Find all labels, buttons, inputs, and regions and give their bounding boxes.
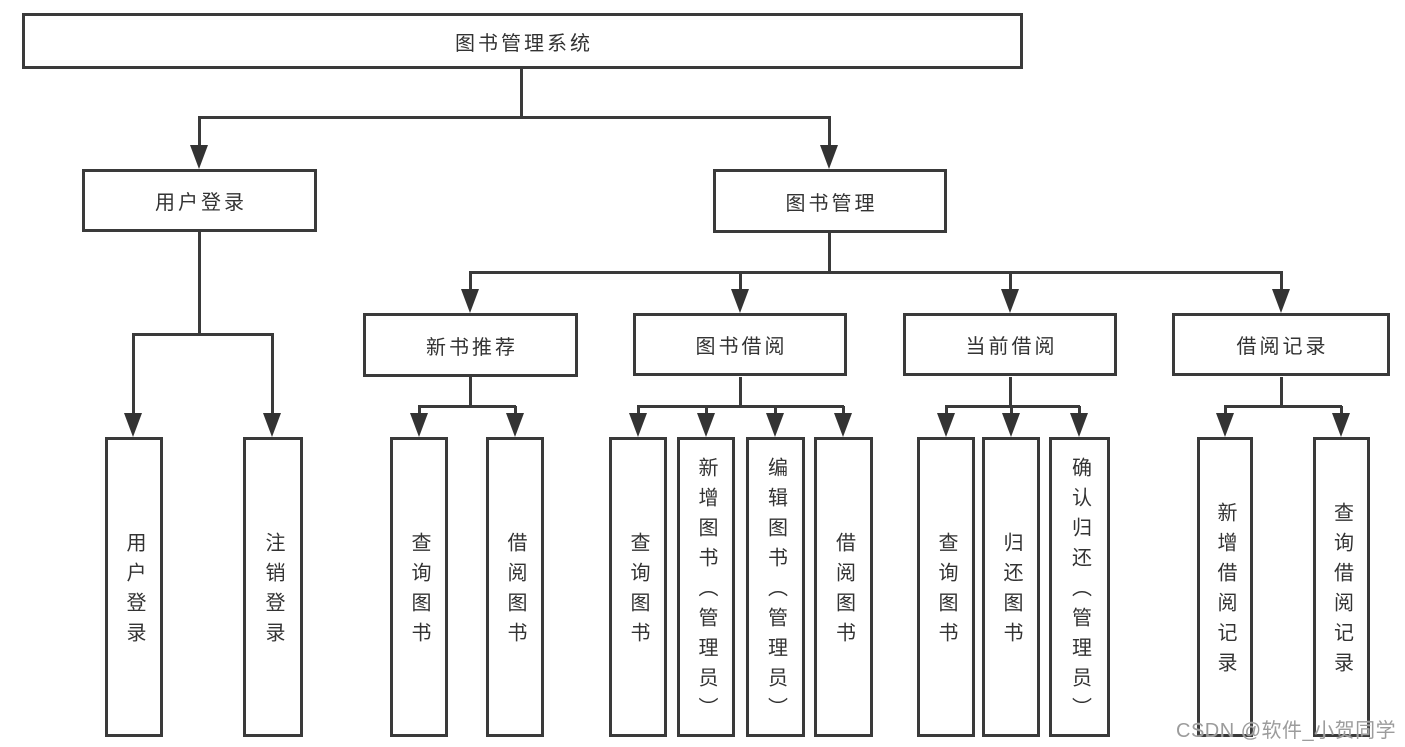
arrow-down-icon [766,413,784,437]
connector-line [132,332,274,336]
leaf-add-books-admin-label: 新增图书（管理员） [695,457,717,727]
node-new-book-recommend: 新书推荐 [363,313,578,377]
arrow-down-icon [1001,289,1019,313]
connector-line [513,406,517,418]
leaf-user-login: 用户登录 [105,437,163,737]
leaf-logout: 注销登录 [243,437,303,737]
connector-line [198,115,831,119]
leaf-return-books-label: 归还图书 [1000,532,1022,652]
leaf-borrow-books: 借阅图书 [814,437,873,737]
leaf-edit-books-admin-label: 编辑图书（管理员） [764,457,787,727]
node-borrow-records: 借阅记录 [1172,313,1390,376]
node-book-management-label: 图书管理 [785,192,878,215]
connector-line [1008,272,1012,294]
node-book-management: 图书管理 [713,169,947,233]
connector-line [945,404,1080,408]
connector-line [1224,404,1342,408]
connector-line [773,406,777,418]
node-root-system: 图书管理系统 [22,13,1023,69]
connector-line [197,232,201,336]
node-root-label: 图书管理系统 [455,32,593,55]
watermark-text: CSDN @软件_小贺同学 [1176,720,1397,742]
connector-line [468,272,472,294]
leaf-query-books-recommend: 查询图书 [390,437,448,737]
arrow-down-icon [731,289,749,313]
leaf-add-books-admin: 新增图书（管理员） [677,437,735,737]
arrow-down-icon [190,145,208,169]
connector-line [131,334,135,418]
leaf-confirm-return-admin: 确认归还（管理员） [1049,437,1110,737]
connector-line [469,270,1283,274]
leaf-borrow-books-recommend-label: 借阅图书 [504,532,526,652]
leaf-edit-books-admin: 编辑图书（管理员） [746,437,805,737]
connector-line [270,334,274,418]
leaf-return-books: 归还图书 [982,437,1040,737]
connector-line [827,117,831,150]
arrow-down-icon [1070,413,1088,437]
arrow-down-icon [834,413,852,437]
arrow-down-icon [697,413,715,437]
arrow-down-icon [263,413,281,437]
leaf-add-borrow-record: 新增借阅记录 [1197,437,1253,737]
leaf-query-borrow-record: 查询借阅记录 [1313,437,1370,737]
arrow-down-icon [1002,413,1020,437]
leaf-user-login-label: 用户登录 [123,532,145,652]
leaf-borrow-books-label: 借阅图书 [832,532,855,652]
leaf-query-books-current: 查询图书 [917,437,975,737]
connector-line [417,406,421,418]
connector-line [418,404,516,408]
connector-line [738,272,742,294]
connector-line [944,406,948,418]
node-current-borrow: 当前借阅 [903,313,1117,376]
connector-line [1009,406,1013,418]
node-user-login: 用户登录 [82,169,317,232]
connector-line [1008,377,1012,408]
arrow-down-icon [124,413,142,437]
connector-line [1077,406,1081,418]
arrow-down-icon [506,413,524,437]
arrow-down-icon [937,413,955,437]
leaf-logout-label: 注销登录 [262,532,284,652]
connector-line [1223,406,1227,418]
connector-line [738,377,742,408]
node-book-borrow: 图书借阅 [633,313,847,376]
connector-line [636,406,640,418]
connector-line [519,69,523,119]
connector-line [468,377,472,408]
connector-line [1279,272,1283,294]
connector-line [827,233,831,274]
connector-line [1339,406,1343,418]
node-user-login-label: 用户登录 [155,192,247,214]
arrow-down-icon [461,289,479,313]
leaf-query-books-recommend-label: 查询图书 [408,532,430,652]
arrow-down-icon [1272,289,1290,313]
leaf-query-borrow-record-label: 查询借阅记录 [1330,502,1353,682]
connector-line [1279,377,1283,408]
node-book-borrow-label: 图书借阅 [695,336,788,358]
leaf-query-books-borrow: 查询图书 [609,437,667,737]
arrow-down-icon [1216,413,1234,437]
arrow-down-icon [1332,413,1350,437]
arrow-down-icon [629,413,647,437]
connector-line [637,404,844,408]
node-borrow-records-label: 借阅记录 [1236,336,1329,358]
arrow-down-icon [820,145,838,169]
node-new-book-recommend-label: 新书推荐 [426,336,518,359]
connector-line [197,117,201,150]
leaf-add-borrow-record-label: 新增借阅记录 [1214,502,1236,682]
connector-line [704,406,708,418]
connector-line [841,406,845,418]
arrow-down-icon [410,413,428,437]
leaf-query-books-current-label: 查询图书 [935,532,957,652]
leaf-borrow-books-recommend: 借阅图书 [486,437,544,737]
node-current-borrow-label: 当前借阅 [965,336,1058,358]
leaf-confirm-return-admin-label: 确认归还（管理员） [1068,457,1091,727]
leaf-query-books-borrow-label: 查询图书 [627,532,649,652]
